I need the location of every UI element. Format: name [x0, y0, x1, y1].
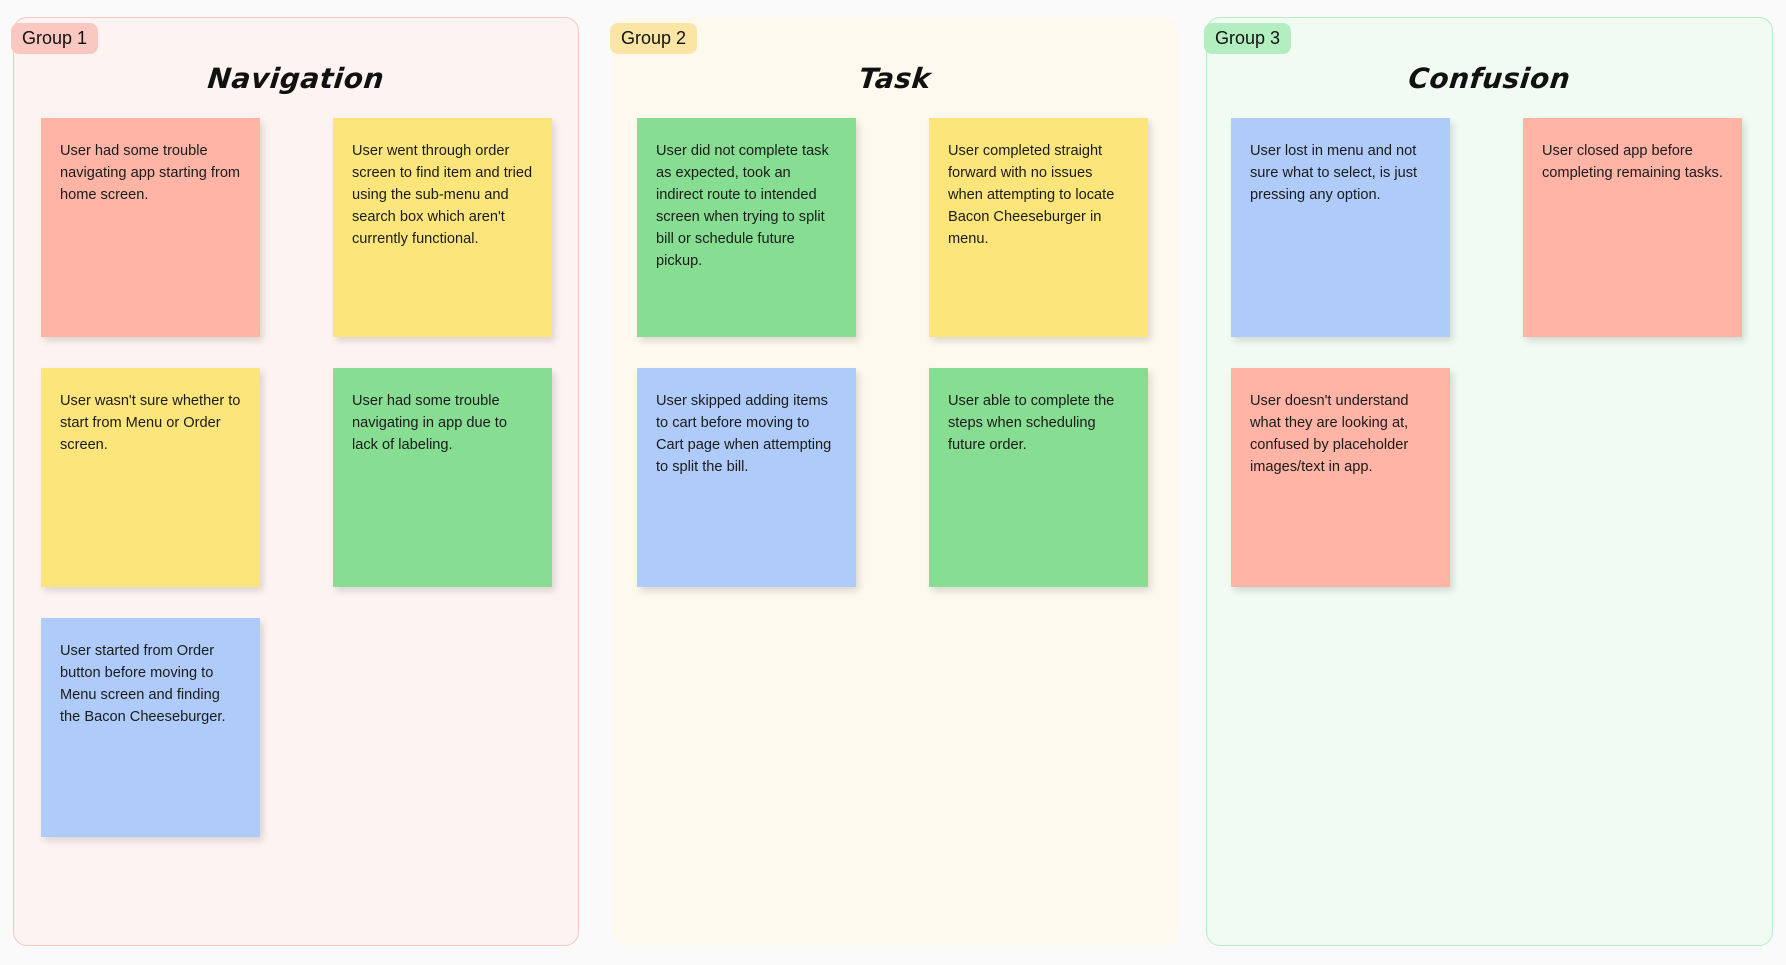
sticky-note[interactable]: User went through order screen to find i…	[333, 118, 552, 337]
group-panel-3[interactable]: Group 3 Confusion User lost in menu and …	[1204, 17, 1773, 946]
sticky-note-text: User went through order screen to find i…	[352, 143, 533, 247]
group-panel-1[interactable]: Group 1 Navigation User had some trouble…	[11, 17, 579, 946]
group-title-1: Navigation	[206, 62, 386, 95]
group-badge-1[interactable]: Group 1	[11, 23, 99, 54]
notes-grid-2: User did not complete task as expected, …	[637, 118, 1155, 587]
group-title-3: Confusion	[1406, 62, 1573, 95]
notes-grid-3: User lost in menu and not sure what to s…	[1231, 118, 1750, 587]
sticky-note-text: User had some trouble navigating app sta…	[60, 143, 241, 203]
sticky-note-text: User lost in menu and not sure what to s…	[1250, 143, 1418, 203]
group-badge-3[interactable]: Group 3	[1204, 23, 1292, 54]
notes-grid-1: User had some trouble navigating app sta…	[41, 118, 556, 837]
sticky-note[interactable]: User started from Order button before mo…	[41, 618, 260, 837]
group-title-2: Task	[857, 62, 933, 95]
sticky-note-text: User doesn't understand what they are lo…	[1250, 393, 1409, 475]
sticky-note[interactable]: User did not complete task as expected, …	[637, 118, 856, 337]
sticky-note-text: User skipped adding items to cart before…	[656, 393, 832, 475]
sticky-note[interactable]: User wasn't sure whether to start from M…	[41, 368, 260, 587]
sticky-note-text: User completed straight forward with no …	[948, 143, 1115, 247]
sticky-note[interactable]: User had some trouble navigating app sta…	[41, 118, 260, 337]
sticky-note[interactable]: User closed app before completing remain…	[1523, 118, 1742, 337]
sticky-note-text: User did not complete task as expected, …	[656, 143, 829, 269]
sticky-note-text: User closed app before completing remain…	[1542, 143, 1723, 181]
sticky-note[interactable]: User skipped adding items to cart before…	[637, 368, 856, 587]
sticky-note[interactable]: User had some trouble navigating in app …	[333, 368, 552, 587]
sticky-note-text: User had some trouble navigating in app …	[352, 393, 507, 453]
group-panel-2[interactable]: Group 2 Task User did not complete task …	[610, 17, 1178, 945]
group-badge-2[interactable]: Group 2	[610, 23, 698, 54]
sticky-note[interactable]: User lost in menu and not sure what to s…	[1231, 118, 1450, 337]
sticky-note-text: User able to complete the steps when sch…	[948, 393, 1115, 453]
sticky-note[interactable]: User able to complete the steps when sch…	[929, 368, 1148, 587]
sticky-note[interactable]: User completed straight forward with no …	[929, 118, 1148, 337]
sticky-note-text: User started from Order button before mo…	[60, 643, 226, 725]
sticky-note[interactable]: User doesn't understand what they are lo…	[1231, 368, 1450, 587]
sticky-note-text: User wasn't sure whether to start from M…	[60, 393, 241, 453]
